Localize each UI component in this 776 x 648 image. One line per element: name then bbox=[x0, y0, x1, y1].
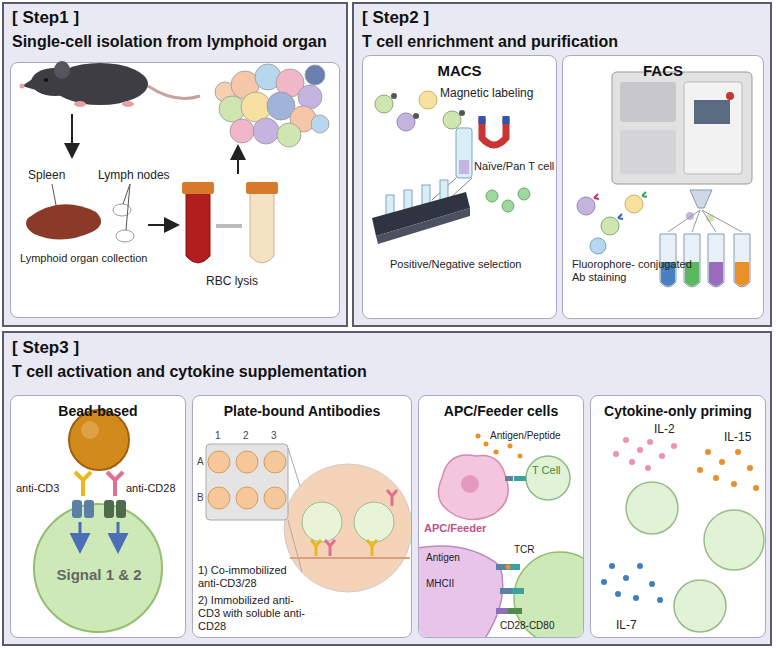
step-panel: [ Step1 ] Single-cell isolation from lymp… bbox=[2, 2, 348, 327]
receptor-label: Antigen bbox=[426, 552, 476, 564]
organ-label: Lymph nodes bbox=[98, 168, 188, 182]
step-panel: [ Step3 ] T cell activation and cytokine … bbox=[2, 331, 772, 646]
cytokine-label: IL-15 bbox=[724, 430, 764, 444]
method-box: Bead-based anti-CD3 anti-CD28Signal 1 & 2 bbox=[10, 395, 186, 638]
receptor-label: MHCII bbox=[426, 578, 470, 590]
organ-label: Spleen bbox=[28, 168, 88, 182]
step-title: T cell enrichment and purification bbox=[362, 32, 762, 51]
antigen-label: Antigen/Peptide bbox=[490, 430, 582, 442]
signal-label: Signal 1 & 2 bbox=[44, 566, 154, 584]
process-label: RBC lysis bbox=[206, 274, 296, 288]
method-title: Cytokine-only priming bbox=[590, 403, 766, 420]
method-title: APC/Feeder cells bbox=[418, 403, 584, 420]
method-note: 2) Immobilized anti-CD3 with soluble ant… bbox=[198, 594, 310, 634]
antibody-label: anti-CD3 bbox=[16, 482, 78, 495]
method-box: FACS Fluorophore- conjugated Ab staining bbox=[562, 55, 764, 319]
well-row: A bbox=[197, 456, 207, 468]
antibody-label: anti-CD28 bbox=[126, 482, 188, 495]
cell-label: APC/Feeder bbox=[424, 522, 504, 535]
method-box: Plate-bound Antibodies 1 2 3A B 1) Co-immobil… bbox=[192, 395, 412, 638]
method-box: APC/Feeder cellsAntigen/Peptide T CellAPC… bbox=[418, 395, 584, 638]
method-box: Cytokine-only primingIL-2IL-15IL-7 bbox=[590, 395, 766, 638]
cytokine-label: IL-7 bbox=[616, 618, 650, 632]
process-label: Magnetic labeling bbox=[440, 86, 555, 100]
step-caption: Lymphoid organ collection bbox=[20, 252, 190, 265]
process-label: Positive/Negative selection bbox=[390, 258, 555, 271]
method-title: Bead-based bbox=[10, 403, 186, 420]
step-heading: [ Step3 ] bbox=[12, 338, 212, 358]
step-heading: [ Step2 ] bbox=[362, 8, 562, 28]
step-heading: [ Step1 ] bbox=[12, 8, 212, 28]
well-row: B bbox=[197, 492, 207, 504]
method-title: MACS bbox=[362, 62, 557, 80]
method-note: 1) Co-immobilized anti-CD3/28 bbox=[198, 564, 310, 590]
illustration-box: Spleen Lymph nodesLymphoid organ collecti… bbox=[10, 62, 340, 318]
well-column: 2 bbox=[243, 430, 253, 442]
method-title: FACS bbox=[562, 62, 764, 80]
process-label: Fluorophore- conjugated Ab staining bbox=[572, 258, 697, 284]
cell-label: Naïve/Pan T cell bbox=[474, 160, 564, 173]
step-title: Single-cell isolation from lymphoid orga… bbox=[12, 32, 342, 51]
method-box: MACSMagnetic labelingNaïve/Pan T cellPos… bbox=[362, 55, 557, 319]
step-panel: [ Step2 ] T cell enrichment and purificat… bbox=[352, 2, 772, 327]
cell-label: T Cell bbox=[532, 464, 572, 477]
cytokine-label: IL-2 bbox=[654, 422, 688, 436]
well-column: 1 bbox=[215, 430, 225, 442]
step-title: T cell activation and cytokine supplemen… bbox=[12, 362, 712, 381]
receptor-label: TCR bbox=[514, 544, 544, 556]
receptor-label: CD28-CD80 bbox=[500, 620, 570, 632]
well-column: 3 bbox=[271, 430, 281, 442]
method-title: Plate-bound Antibodies bbox=[192, 403, 412, 420]
